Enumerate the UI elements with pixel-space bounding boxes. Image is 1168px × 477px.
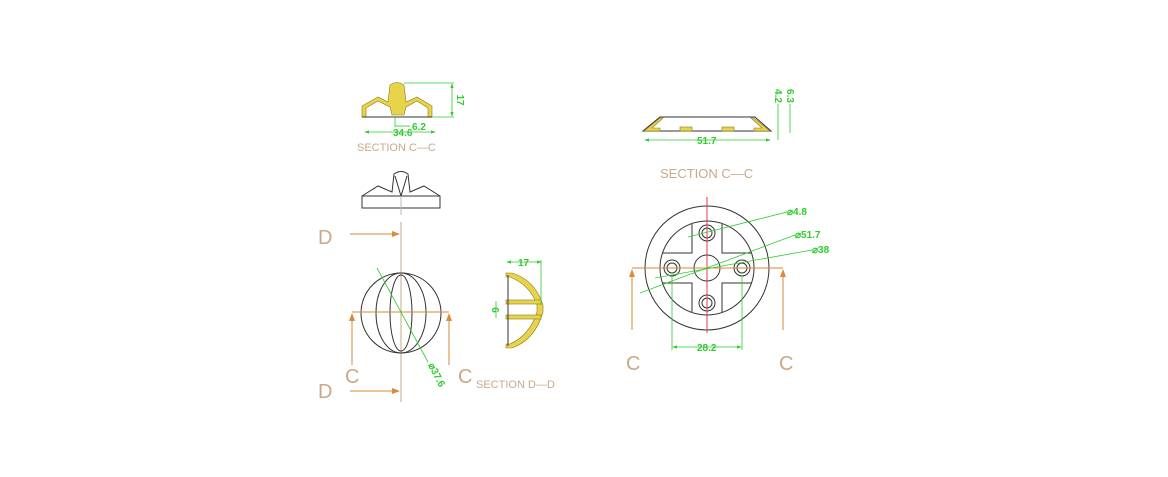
dim-depth: 17 bbox=[518, 258, 530, 269]
dim-rib: 6 bbox=[489, 307, 500, 313]
section-title-right: SECTION C—C bbox=[660, 166, 753, 181]
right-section-cc: 51.7 4.2 6.3 SECTION C—C bbox=[641, 89, 795, 181]
dim-inner: ⌀38 bbox=[812, 245, 830, 256]
dim-h2: 6.3 bbox=[784, 89, 795, 103]
section-mark-d-bottom: D bbox=[318, 381, 332, 403]
section-mark-d-top: D bbox=[318, 227, 332, 249]
dim-diameter: ⌀37.6 bbox=[425, 361, 447, 389]
plan-mark-c-left: C bbox=[626, 353, 640, 375]
dim-outer: ⌀51.7 bbox=[795, 230, 821, 241]
section-mark-c-right: C bbox=[458, 366, 472, 388]
section-mark-c-left: C bbox=[345, 366, 359, 388]
section-dd: 17 6 SECTION D—D bbox=[476, 258, 555, 391]
plan-mark-c-right: C bbox=[779, 353, 793, 375]
dim-width-right: 51.7 bbox=[697, 136, 717, 147]
left-section-cc: 17 6.2 34.6 SECTION C—C bbox=[357, 82, 465, 154]
dim-spacing: 28.2 bbox=[697, 343, 717, 354]
section-title-dd: SECTION D—D bbox=[476, 379, 555, 391]
front-view: D D C C ⌀37.6 bbox=[318, 222, 472, 403]
side-view bbox=[361, 171, 441, 215]
dim-stem: 6.2 bbox=[412, 122, 426, 133]
dim-hole: ⌀4.8 bbox=[787, 207, 807, 218]
plan-view: C C ⌀4.8 ⌀51.7 ⌀38 28.2 bbox=[626, 197, 830, 375]
dim-h1: 4.2 bbox=[772, 89, 783, 103]
dim-height: 17 bbox=[454, 94, 465, 106]
dim-width: 34.6 bbox=[393, 128, 413, 139]
section-title-left: SECTION C—C bbox=[357, 142, 436, 154]
